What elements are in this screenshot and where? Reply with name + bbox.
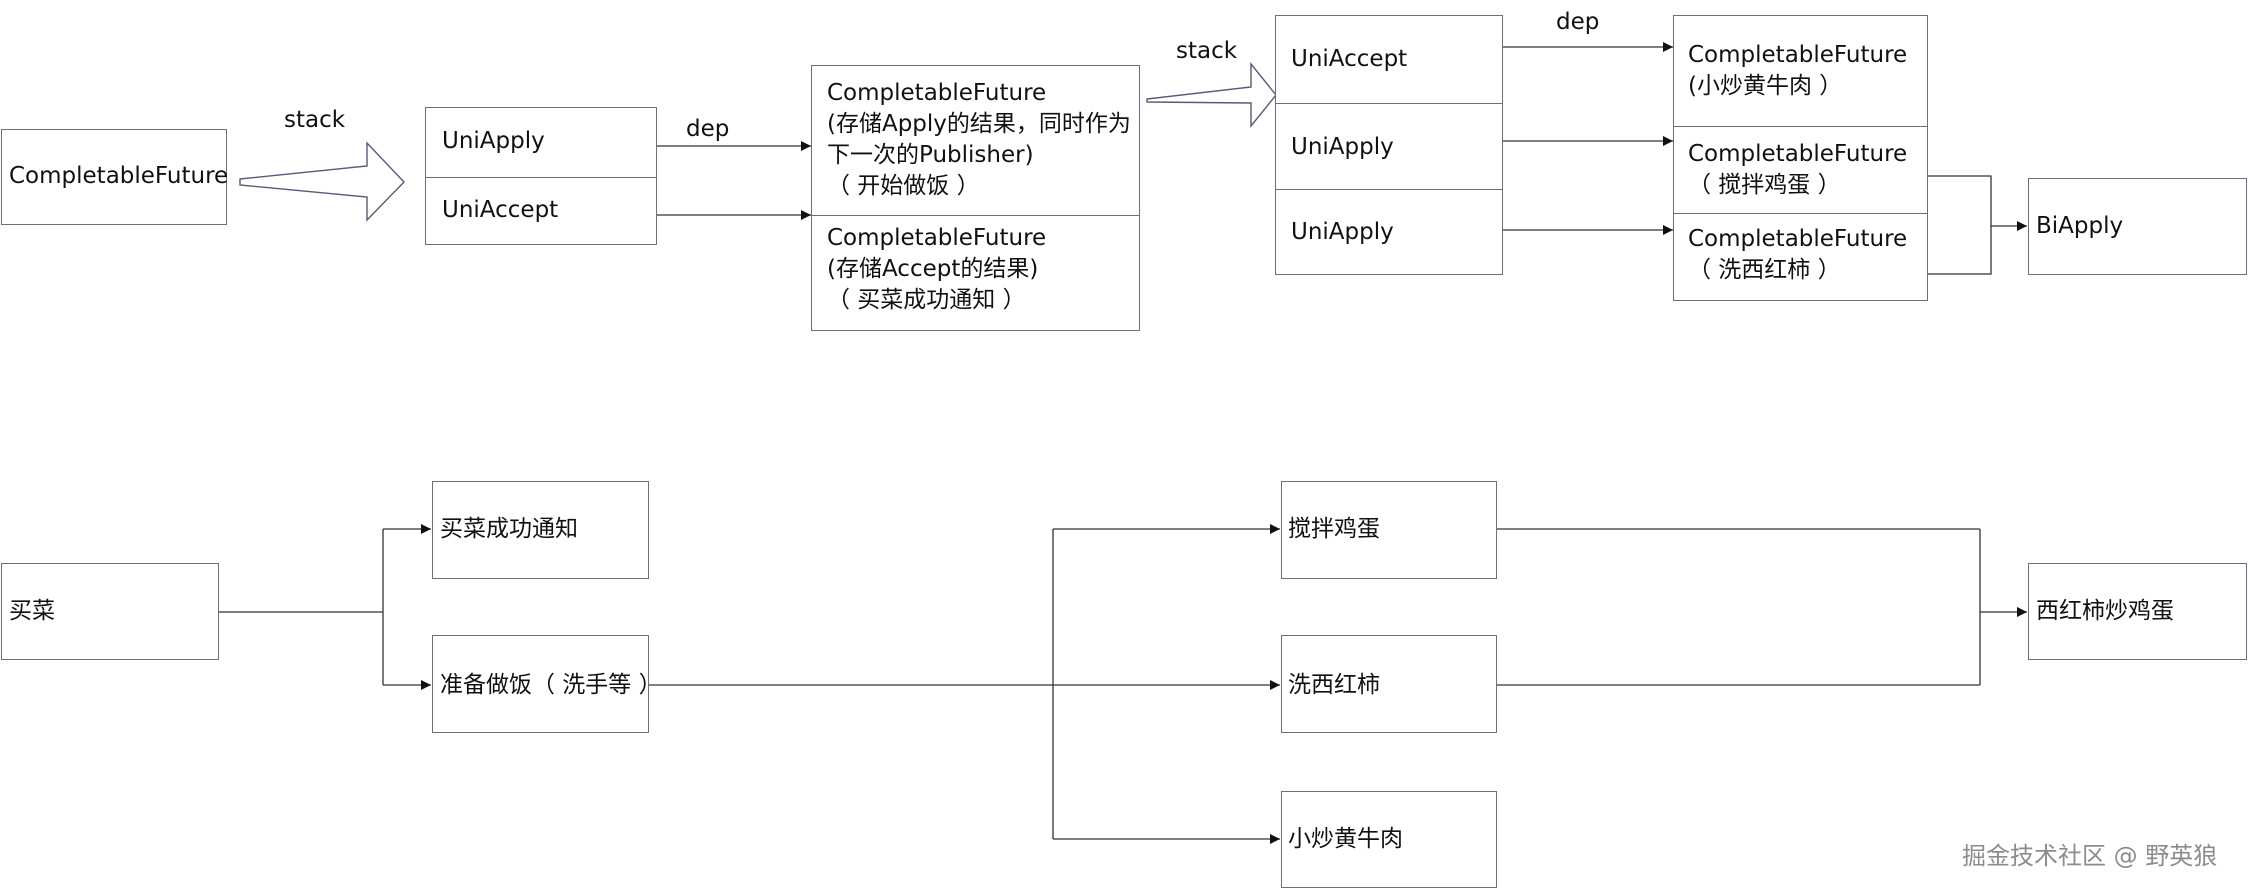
prepare-cooking-box: 准备做饭（ 洗手等 ） (432, 635, 662, 733)
beat-eggs-label: 搅拌鸡蛋 (1288, 516, 1380, 542)
uni-group-2: UniAccept UniApply UniApply (1275, 15, 1503, 275)
stack-label-1: stack (284, 107, 346, 133)
cf-tomato-cell: CompletableFuture （ 洗西红柿 ） (1674, 214, 1927, 300)
cf-egg-line-1: CompletableFuture (1688, 141, 1908, 167)
cf-tomato-line-2: （ 洗西红柿 ） (1688, 257, 1841, 283)
dep-label-2: dep (1556, 9, 1600, 35)
beat-eggs-box: 搅拌鸡蛋 (1281, 481, 1497, 579)
buy-groceries-box: 买菜 (1, 563, 219, 660)
cf-egg-line-2: （ 搅拌鸡蛋 ） (1688, 172, 1841, 198)
prepare-cooking-label: 准备做饭（ 洗手等 ） (440, 672, 662, 698)
cf-beef-cell: CompletableFuture (小炒黄牛肉 ） (1674, 16, 1927, 127)
stack-label-2: stack (1176, 38, 1238, 64)
cf-accept-line-1: CompletableFuture (827, 225, 1047, 251)
cf-apply-cell: CompletableFuture (存储Apply的结果，同时作为 下一次的P… (812, 66, 1139, 216)
purchase-notify-label: 买菜成功通知 (440, 516, 578, 542)
cf-apply-line-2: (存储Apply的结果，同时作为 (827, 111, 1131, 137)
cf-apply-line-3: 下一次的Publisher) (827, 142, 1034, 168)
uniapply-cell: UniApply (426, 108, 656, 178)
tomato-egg-dish-label: 西红柿炒鸡蛋 (2036, 598, 2174, 624)
wash-tomatoes-box: 洗西红柿 (1281, 635, 1497, 733)
uniaccept-label: UniAccept (442, 197, 559, 223)
dep-label-1: dep (686, 116, 730, 142)
cf-accept-line-3: （ 买菜成功通知 ） (827, 287, 1026, 313)
watermark: 掘金技术社区 @ 野英狼 (1962, 842, 2218, 870)
cf-beef-line-1: CompletableFuture (1688, 42, 1908, 68)
cf-accept-cell: CompletableFuture (存储Accept的结果) （ 买菜成功通知… (812, 216, 1139, 330)
cf-task-group: CompletableFuture (小炒黄牛肉 ） CompletableFu… (1673, 15, 1928, 301)
tomato-egg-dish-box: 西红柿炒鸡蛋 (2028, 563, 2247, 660)
biapply-label: BiApply (2036, 213, 2124, 239)
stir-fry-beef-label: 小炒黄牛肉 (1288, 826, 1403, 852)
uni-group-1: UniApply UniAccept (425, 107, 657, 245)
uniaccept-2-cell: UniAccept (1276, 16, 1502, 104)
cf-result-group: CompletableFuture (存储Apply的结果，同时作为 下一次的P… (811, 65, 1140, 331)
uniaccept-cell: UniAccept (426, 178, 656, 244)
cf-apply-line-1: CompletableFuture (827, 80, 1047, 106)
root-completablefuture-label: CompletableFuture (9, 163, 229, 189)
cf-beef-line-2: (小炒黄牛肉 ） (1688, 73, 1843, 99)
stir-fry-beef-box: 小炒黄牛肉 (1281, 791, 1497, 888)
cf-accept-line-2: (存储Accept的结果) (827, 256, 1039, 282)
cf-tomato-line-1: CompletableFuture (1688, 226, 1908, 252)
buy-groceries-label: 买菜 (9, 598, 55, 624)
uniaccept-2-label: UniAccept (1291, 46, 1408, 72)
cf-egg-cell: CompletableFuture （ 搅拌鸡蛋 ） (1674, 127, 1927, 214)
uniapply-2-cell: UniApply (1276, 104, 1502, 190)
root-completablefuture-box: CompletableFuture (1, 129, 229, 225)
wash-tomatoes-label: 洗西红柿 (1288, 672, 1380, 698)
uniapply-2-label: UniApply (1291, 134, 1394, 160)
biapply-box: BiApply (2028, 178, 2247, 275)
stack-arrow-2 (1146, 62, 1277, 128)
uniapply-3-cell: UniApply (1276, 190, 1502, 274)
uniapply-label: UniApply (442, 128, 545, 154)
uniapply-3-label: UniApply (1291, 219, 1394, 245)
stack-arrow-1 (239, 141, 405, 222)
cf-apply-line-4: （ 开始做饭 ） (827, 173, 980, 199)
purchase-notify-box: 买菜成功通知 (432, 481, 649, 579)
